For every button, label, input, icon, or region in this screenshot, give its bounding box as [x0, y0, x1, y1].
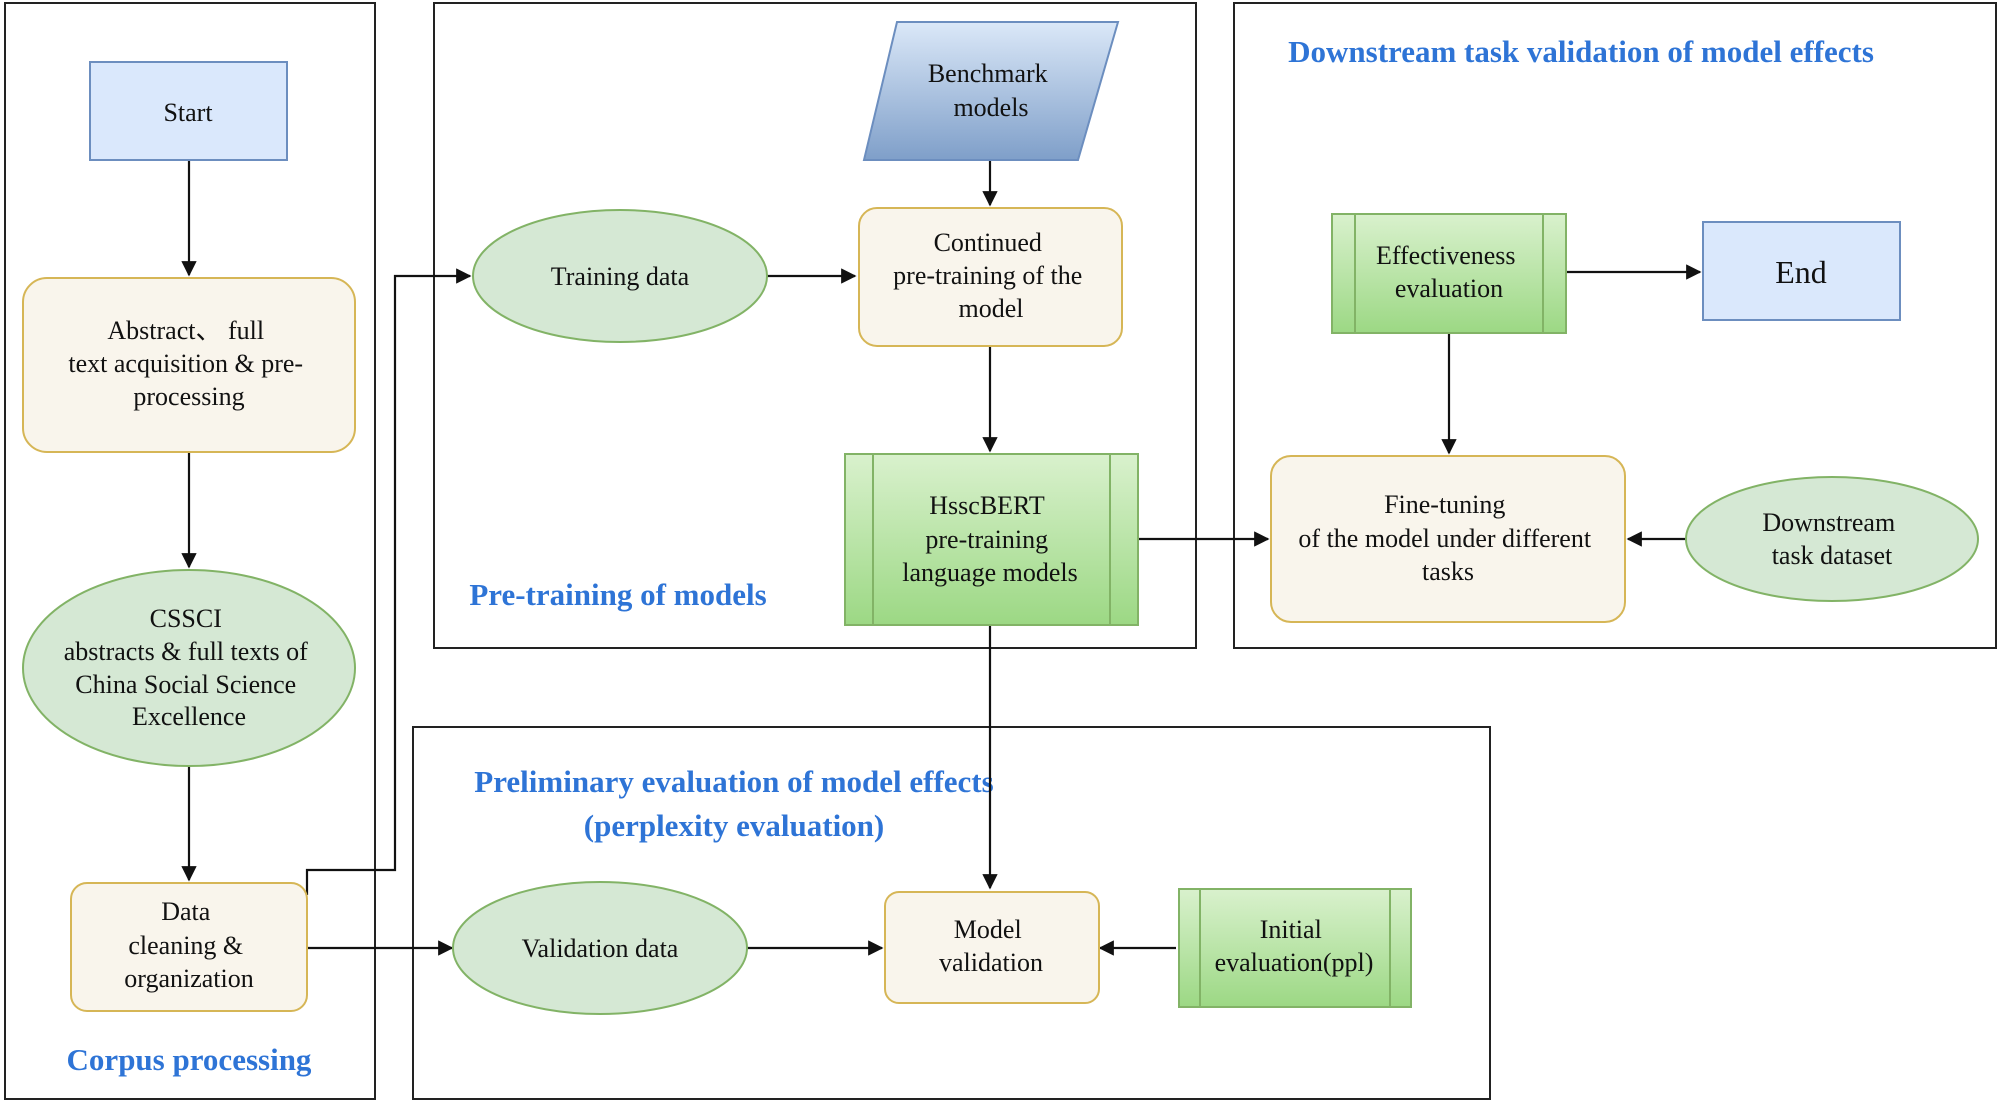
node-benchmark-models: Benchmark models — [862, 21, 1120, 161]
node-downstream-dataset-label: Downstream task dataset — [1762, 508, 1901, 570]
node-start-label: Start — [163, 98, 213, 127]
node-training-data-label: Training data — [551, 262, 690, 291]
section-title-pretraining: Pre-training of models — [469, 577, 766, 612]
node-fine-tuning-label: Fine-tuning of the model under different… — [1298, 490, 1597, 586]
node-effectiveness-evaluation-label: Effectiveness evaluation — [1376, 241, 1522, 303]
node-validation-data: Validation data — [452, 881, 748, 1015]
node-abstract-acquisition: Abstract、 full text acquisition & pre- p… — [22, 277, 356, 453]
node-initial-evaluation: Initial evaluation(ppl) — [1178, 888, 1412, 1008]
node-hsscbert: HsscBERT pre-training language models — [844, 453, 1139, 626]
node-cssci-corpus: CSSCI abstracts & full texts of China So… — [22, 569, 356, 767]
node-model-validation-label: Model validation — [939, 915, 1043, 977]
node-fine-tuning: Fine-tuning of the model under different… — [1270, 455, 1626, 623]
node-validation-data-label: Validation data — [522, 934, 679, 963]
section-title-preliminary: Preliminary evaluation of model effects — [474, 764, 993, 799]
node-end-label: End — [1775, 254, 1827, 290]
section-corpus-frame — [4, 2, 376, 1100]
node-hsscbert-label: HsscBERT pre-training language models — [902, 491, 1077, 587]
node-data-cleaning-label: Data cleaning & organization — [124, 897, 253, 993]
section-pretraining-frame — [433, 2, 1197, 649]
node-abstract-acquisition-label: Abstract、 full text acquisition & pre- p… — [68, 316, 309, 411]
node-start: Start — [89, 61, 288, 161]
section-title-preliminary-sub: (perplexity evaluation) — [584, 808, 885, 843]
section-title-downstream: Downstream task validation of model effe… — [1288, 34, 1874, 69]
node-effectiveness-evaluation: Effectiveness evaluation — [1331, 213, 1567, 334]
section-title-corpus: Corpus processing — [67, 1042, 312, 1077]
node-training-data: Training data — [472, 209, 768, 343]
node-data-cleaning: Data cleaning & organization — [70, 882, 308, 1012]
edge-cleaning-to-training — [305, 268, 472, 895]
node-benchmark-models-label: Benchmark models — [928, 59, 1054, 122]
node-continued-pretraining: Continued pre-training of the model — [858, 207, 1123, 347]
node-end: End — [1702, 221, 1901, 321]
node-cssci-corpus-label: CSSCI abstracts & full texts of China So… — [64, 604, 315, 731]
node-initial-evaluation-label: Initial evaluation(ppl) — [1215, 915, 1374, 977]
node-model-validation: Model validation — [884, 891, 1100, 1004]
node-continued-pretraining-label: Continued pre-training of the model — [893, 228, 1089, 323]
node-downstream-dataset: Downstream task dataset — [1685, 476, 1979, 602]
section-downstream-frame — [1233, 2, 1997, 649]
section-preliminary-frame — [412, 726, 1491, 1100]
